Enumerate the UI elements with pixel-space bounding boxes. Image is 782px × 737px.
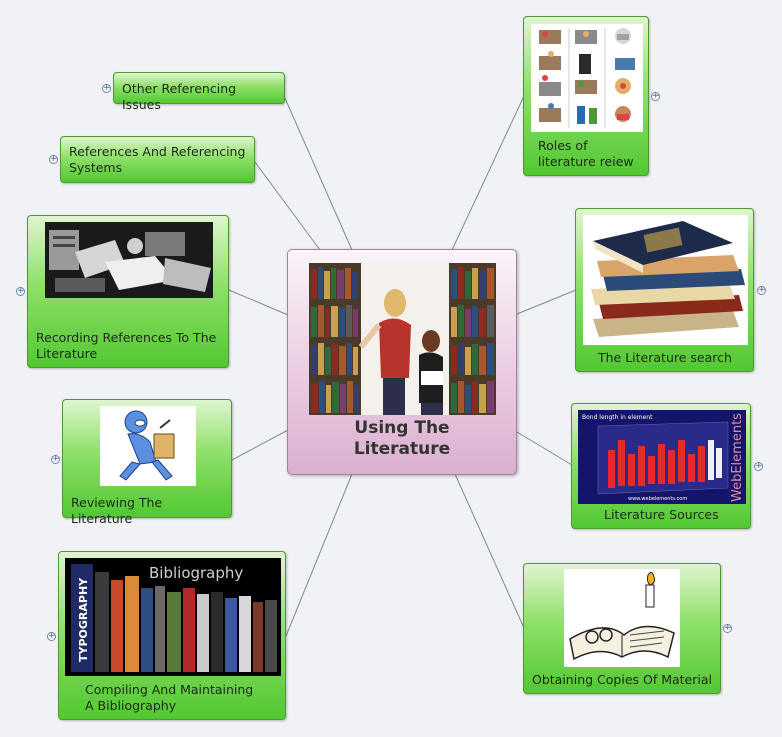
topic-label: References And Referencing Systems xyxy=(69,144,248,176)
open-book-candle-icon xyxy=(564,569,680,667)
expand-icon[interactable]: + xyxy=(102,83,111,93)
webelements-chart-image: Bond length in element WebElements www.w… xyxy=(578,410,746,504)
topic-other-referencing-issues[interactable]: Other Referencing Issues xyxy=(113,72,285,112)
label-line2: literature reiew xyxy=(538,154,634,169)
label-line2: Literature xyxy=(36,346,98,361)
connector-sources xyxy=(516,431,573,466)
topic-reviewing-the-literature[interactable]: Reviewing The Literature xyxy=(62,399,232,526)
label-line1: Compiling And Maintaining xyxy=(85,682,254,697)
topic-label: Roles of literature reiew xyxy=(538,138,642,170)
library-photo xyxy=(309,263,496,415)
label-line2: A Bibliography xyxy=(85,698,177,713)
bibliography-books-image: Bibliography TYPOGRAPHY xyxy=(65,558,281,676)
label-line1: References And Referencing xyxy=(69,144,246,159)
connector-search xyxy=(516,289,577,315)
topic-recording-references[interactable]: Recording References To The Literature xyxy=(27,215,229,368)
topic-label: Literature Sources xyxy=(604,507,719,522)
topic-compiling-bibliography[interactable]: Bibliography TYPOGRAPHY Compiling And Ma… xyxy=(58,551,286,720)
connector-bibliography xyxy=(285,473,353,637)
topic-label: Reviewing The Literature xyxy=(71,495,163,526)
central-topic[interactable]: Using The Literature xyxy=(287,249,517,475)
expand-icon[interactable]: + xyxy=(754,461,763,471)
expand-icon[interactable]: + xyxy=(723,623,732,633)
topic-roles-of-literature-review[interactable]: Roles of literature reiew xyxy=(523,16,649,176)
webelements-brand-text: WebElements xyxy=(730,413,745,502)
expand-icon[interactable]: + xyxy=(651,91,660,101)
topic-literature-sources[interactable]: Bond length in element WebElements www.w… xyxy=(571,403,751,529)
topic-references-and-referencing-systems[interactable]: References And Referencing Systems xyxy=(60,136,255,183)
topic-label: Other Referencing Issues xyxy=(122,81,237,112)
bibliography-spine-text: TYPOGRAPHY xyxy=(77,577,90,662)
label-line1: Roles of xyxy=(538,138,588,153)
webelements-chart-title: Bond length in element xyxy=(582,414,653,421)
topic-label: Recording References To The Literature xyxy=(36,330,222,362)
topic-label: Obtaining Copies Of Material xyxy=(532,672,712,687)
expand-icon[interactable]: + xyxy=(47,631,56,641)
label-line1: Recording References To The xyxy=(36,330,217,345)
label-line2: Systems xyxy=(69,160,123,175)
topic-obtaining-copies-of-material[interactable]: Obtaining Copies Of Material xyxy=(523,563,721,694)
webelements-url-text: www.webelements.com xyxy=(628,496,687,502)
reviewer-figure-icon xyxy=(100,406,196,486)
connector-recording xyxy=(228,289,289,316)
connector-roles xyxy=(451,95,525,251)
topic-label: Compiling And Maintaining A Bibliography xyxy=(85,682,279,714)
central-title-line2: Literature xyxy=(353,439,451,459)
central-topic-title: Using The Literature xyxy=(288,418,516,460)
bibliography-image-text: Bibliography xyxy=(149,564,243,582)
connector-other-referencing xyxy=(283,95,353,251)
connector-references-systems xyxy=(254,161,321,251)
connector-obtaining xyxy=(454,473,525,629)
expand-icon[interactable]: + xyxy=(49,154,58,164)
book-stack-image xyxy=(583,215,748,345)
desk-clutter-photo xyxy=(45,222,213,298)
topic-label: The Literature search xyxy=(598,350,732,365)
central-title-line1: Using The xyxy=(354,418,450,438)
office-roles-grid-image xyxy=(531,24,643,132)
expand-icon[interactable]: + xyxy=(16,286,25,296)
topic-the-literature-search[interactable]: The Literature search xyxy=(575,208,754,372)
connector-reviewing xyxy=(231,429,289,461)
expand-icon[interactable]: + xyxy=(757,285,766,295)
expand-icon[interactable]: + xyxy=(51,454,60,464)
